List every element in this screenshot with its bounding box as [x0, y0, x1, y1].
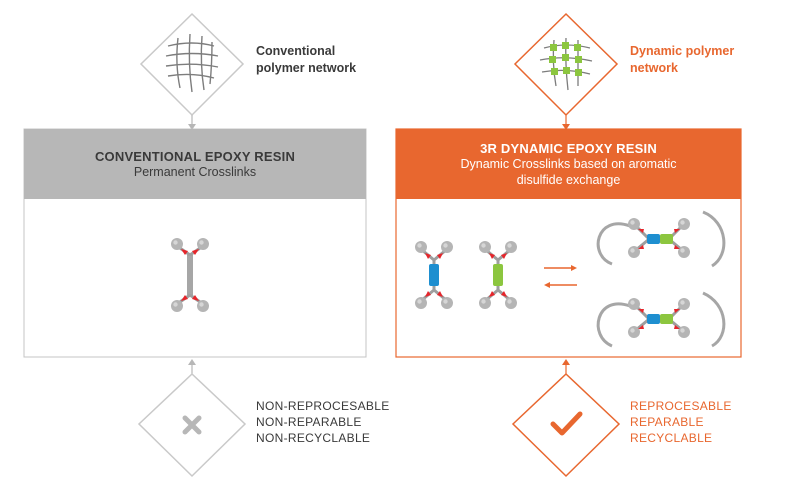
not-ok-diamond — [137, 372, 247, 478]
dynamic-crosslink-green — [479, 241, 517, 309]
conventional-network-label: Conventional polymer network — [256, 43, 356, 77]
conventional-panel-title: CONVENTIONAL EPOXY RESIN — [94, 148, 296, 164]
label-line: network — [630, 61, 678, 75]
conventional-panel-subtitle: Permanent Crosslinks — [133, 164, 257, 179]
property-item: NON-RECYCLABLE — [256, 431, 371, 445]
ok-diamond — [511, 372, 621, 478]
label-line: Dynamic polymer — [630, 44, 735, 58]
check-icon — [550, 411, 583, 436]
dynamic-panel-header-bg — [396, 129, 741, 199]
dynamic-network-label: Dynamic polymer network — [630, 43, 734, 77]
label-line: polymer network — [256, 61, 357, 75]
property-item: REPARABLE — [630, 415, 704, 429]
property-item: NON-REPARABLE — [256, 415, 362, 429]
arrow-down-icon — [188, 124, 196, 130]
property-item: REPROCESABLE — [630, 399, 732, 413]
dynamic-panel-subtitle-line1: Dynamic Crosslinks based on aromatic — [460, 156, 677, 171]
dynamic-node-icons — [549, 42, 582, 76]
arrow-up-icon — [562, 359, 570, 365]
arrow-up-icon — [188, 359, 196, 365]
conventional-panel-header: CONVENTIONAL EPOXY RESIN Permanent Cross… — [24, 129, 366, 199]
dynamic-panel-header: 3R DYNAMIC EPOXY RESIN Dynamic Crosslink… — [396, 129, 741, 199]
dynamic-crosslink-blue — [415, 241, 453, 309]
x-icon — [182, 415, 202, 435]
conventional-network-diamond — [139, 12, 245, 117]
conventional-panel-header-bg — [24, 129, 366, 199]
exchanged-molecule-top — [596, 210, 726, 268]
arrow-down-icon — [562, 124, 570, 130]
exchanged-molecule-bottom — [596, 291, 726, 348]
dynamic-panel-title: 3R DYNAMIC EPOXY RESIN — [480, 140, 657, 156]
property-item: NON-REPROCESABLE — [256, 399, 390, 413]
network-lines-icon — [165, 33, 219, 93]
dynamic-panel-subtitle-line2: disulfide exchange — [516, 172, 621, 187]
conventional-properties-list: NON-REPROCESABLE NON-REPARABLE NON-RECYC… — [256, 398, 390, 446]
dynamic-properties-list: REPROCESABLE REPARABLE RECYCLABLE — [630, 398, 732, 446]
exchange-arrows-icon — [544, 265, 577, 288]
permanent-crosslink-molecule — [171, 238, 209, 312]
label-line: Conventional — [256, 44, 336, 58]
property-item: RECYCLABLE — [630, 431, 713, 445]
dynamic-network-diamond — [513, 12, 619, 117]
